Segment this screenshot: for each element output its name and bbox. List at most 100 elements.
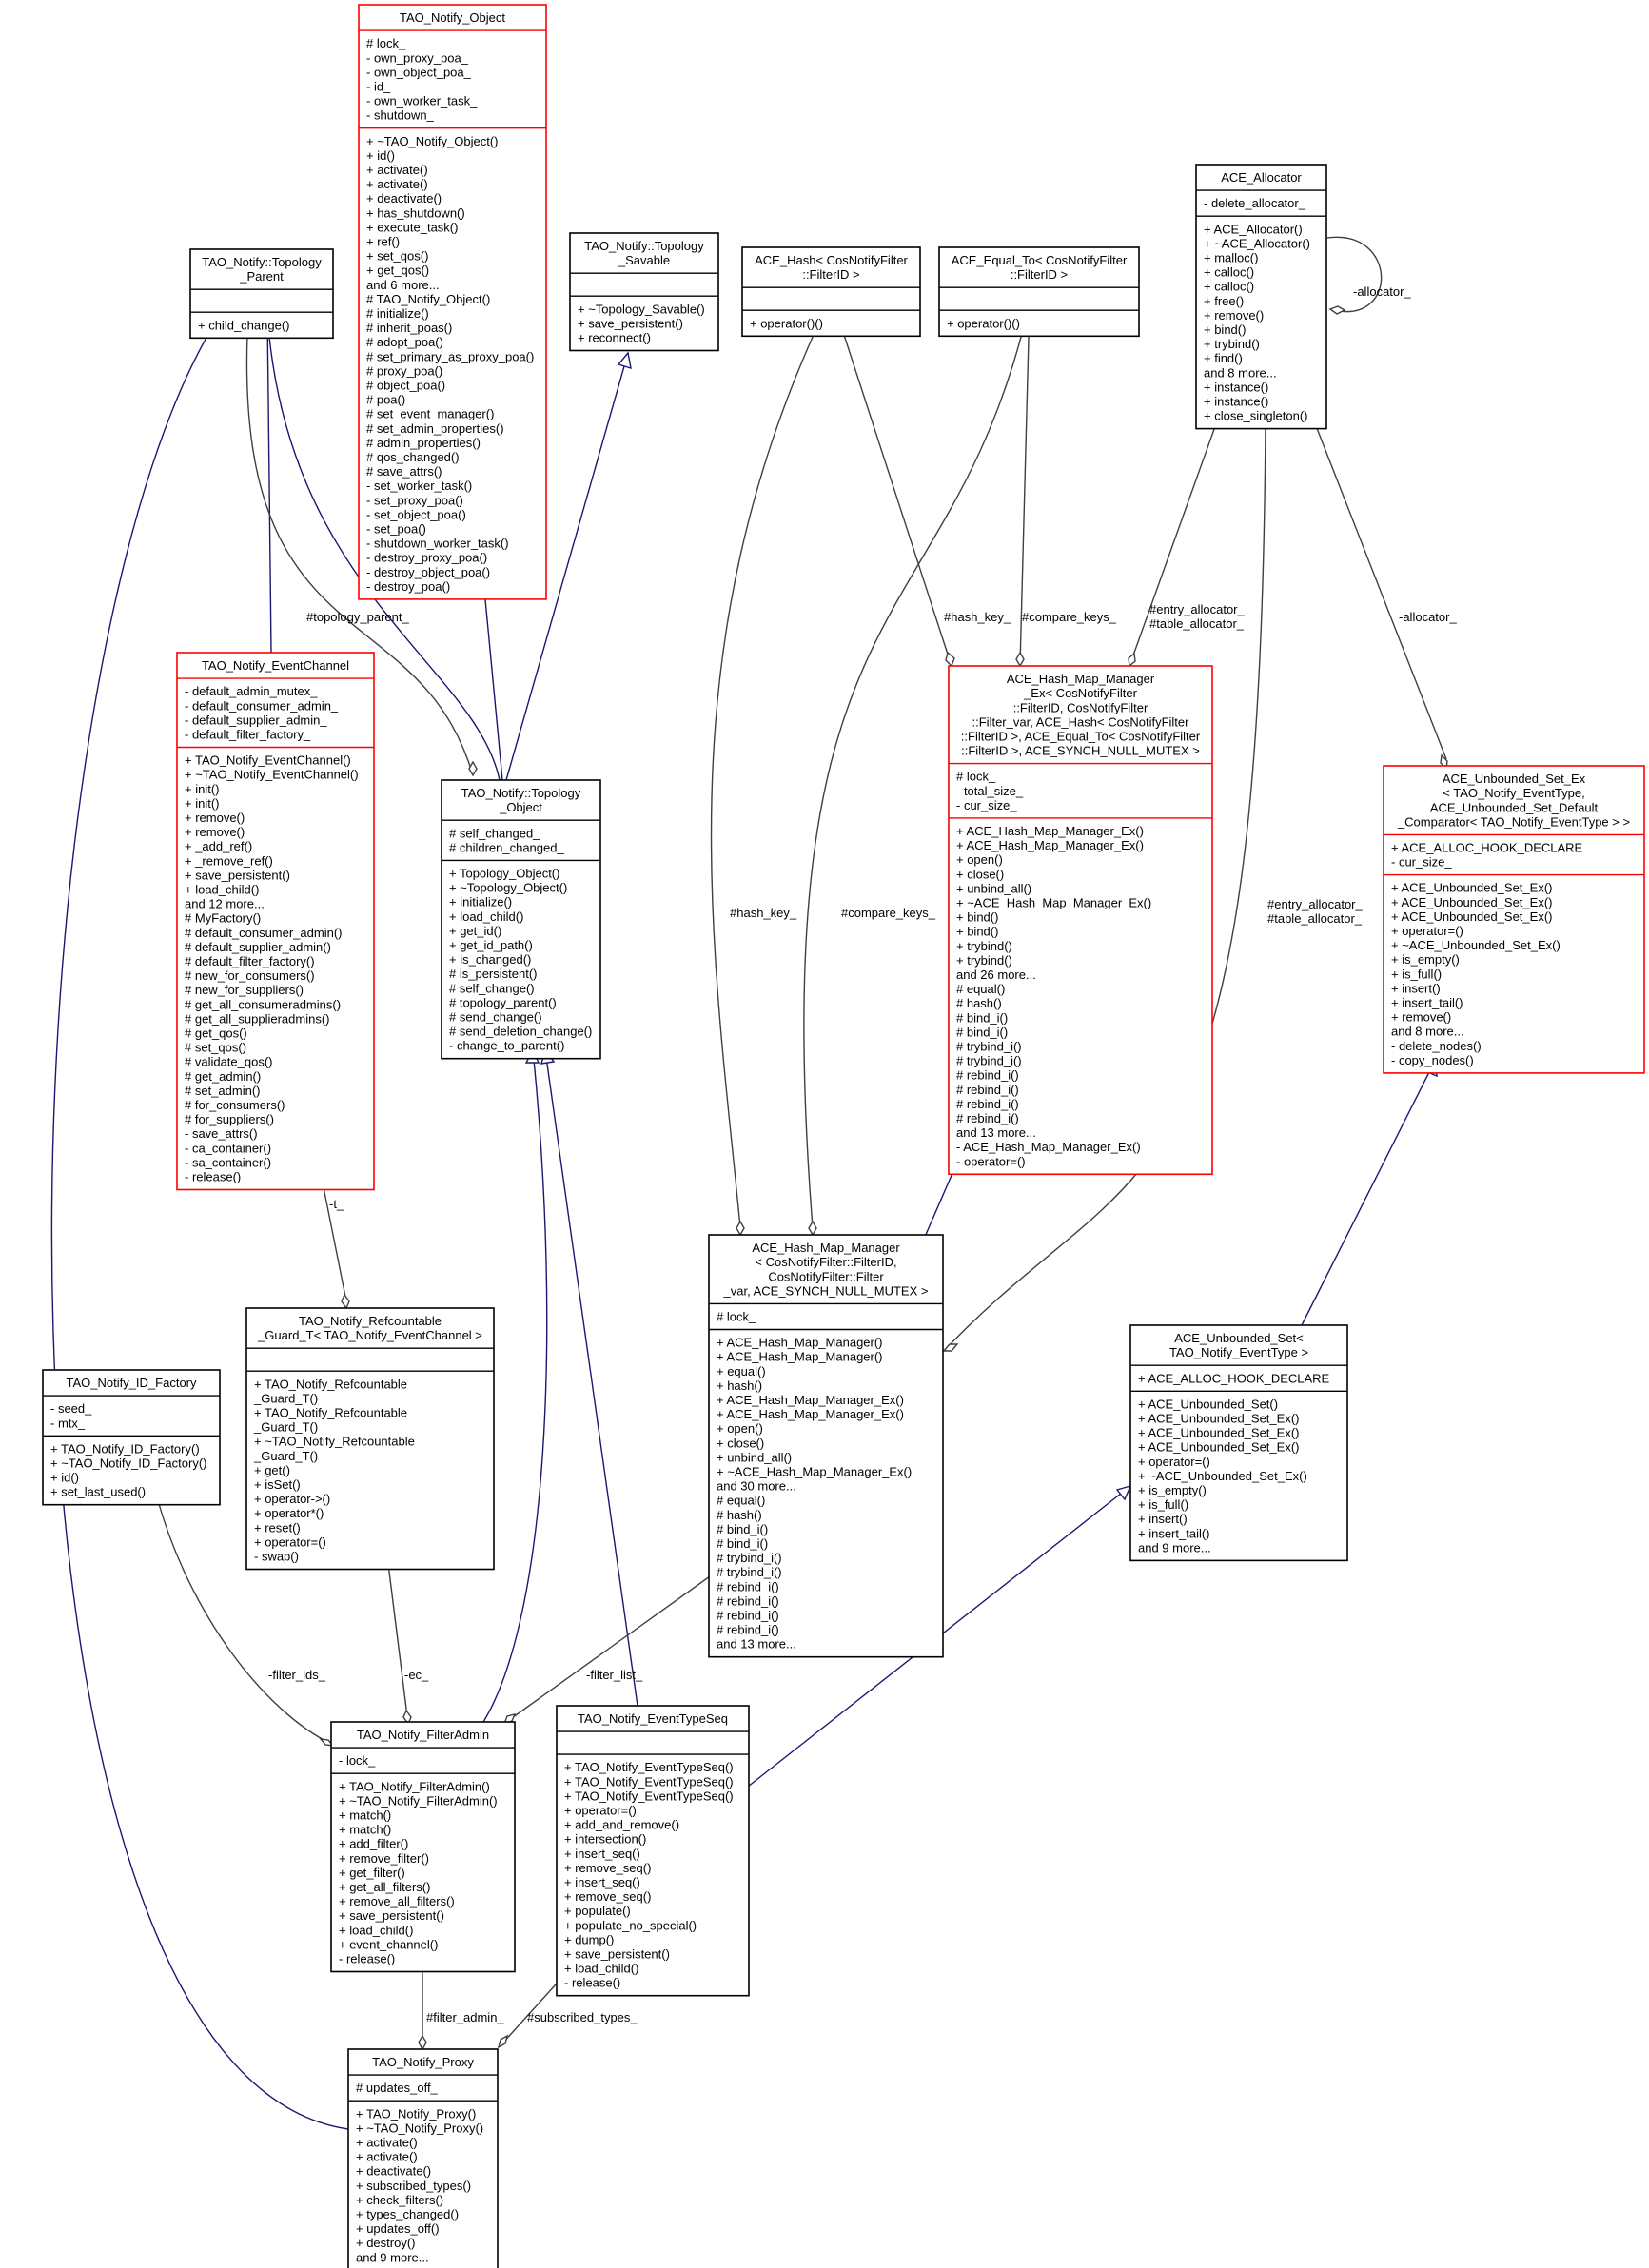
class-title: TAO_Notify_EventType > <box>1169 1345 1308 1359</box>
class-method: # bind_i() <box>717 1536 768 1551</box>
class-method: + trybind() <box>1204 337 1260 351</box>
class-method: + save_persistent() <box>185 868 290 882</box>
class-method: + operator=() <box>1138 1455 1210 1469</box>
class-title: CosNotifyFilter::Filter <box>768 1269 884 1283</box>
class-title: ACE_Hash_Map_Manager <box>752 1241 900 1255</box>
class-box-unbounded-set-ex[interactable]: ACE_Unbounded_Set_Ex< TAO_Notify_EventTy… <box>1383 765 1645 1074</box>
class-box-notify-proxy[interactable]: TAO_Notify_Proxy# updates_off_+ TAO_Noti… <box>347 2048 499 2268</box>
class-box-ace-allocator[interactable]: ACE_Allocator - delete_allocator_ + ACE_Al… <box>1195 164 1327 430</box>
class-box-unbounded-set[interactable]: ACE_Unbounded_Set<TAO_Notify_EventType >… <box>1129 1324 1348 1562</box>
class-box-hash-map-manager[interactable]: ACE_Hash_Map_Manager< CosNotifyFilter::F… <box>708 1234 944 1658</box>
class-method: + reconnect() <box>578 331 651 345</box>
class-box-topology-savable[interactable]: TAO_Notify::Topology_Savable+ ~Topology_… <box>569 232 719 352</box>
class-method: # get_all_consumeradmins() <box>185 997 341 1011</box>
edge-compare-keys-lower <box>803 302 1031 1228</box>
class-method: # default_supplier_admin() <box>185 940 331 954</box>
class-method: + ACE_Allocator() <box>1204 222 1303 236</box>
class-box-id-factory[interactable]: TAO_Notify_ID_Factory- seed_- mtx_+ TAO_… <box>42 1369 221 1506</box>
label-entry-alloc-upper-1: #entry_allocator_ <box>1149 602 1245 616</box>
class-method: + remove() <box>1204 308 1264 323</box>
class-method: + ~TAO_Notify_EventChannel() <box>185 768 359 782</box>
class-method: + child_change() <box>198 318 289 332</box>
class-method: and 26 more... <box>956 968 1036 982</box>
class-method: # admin_properties() <box>366 436 481 450</box>
class-method: # poa() <box>366 393 405 407</box>
class-attribute: - delete_allocator_ <box>1204 196 1306 210</box>
label-t: -t_ <box>329 1197 344 1211</box>
class-method: # bind_i() <box>956 1010 1008 1025</box>
class-title: ACE_Hash< CosNotifyFilter <box>755 253 908 267</box>
class-method: + deactivate() <box>356 2164 431 2179</box>
class-box-event-channel[interactable]: TAO_Notify_EventChannel- default_admin_m… <box>176 652 375 1191</box>
class-title: ::FilterID > <box>802 267 859 282</box>
class-method: + remove_seq() <box>564 1889 651 1904</box>
diamond-t <box>341 1293 350 1310</box>
class-method: - set_proxy_poa() <box>366 493 463 507</box>
class-method: + find() <box>1204 351 1243 365</box>
class-method: + load_child() <box>449 909 523 924</box>
class-title: TAO_Notify::Topology <box>584 239 704 253</box>
class-box-frame <box>176 652 375 1191</box>
class-method: + insert_tail() <box>1138 1526 1210 1540</box>
class-box-frame <box>1383 765 1645 1074</box>
class-method: # rebind_i() <box>956 1083 1019 1097</box>
class-method: and 12 more... <box>185 897 265 911</box>
class-attribute: - lock_ <box>339 1753 376 1768</box>
edge-topologyobject-inherits-topology-parent <box>266 313 501 781</box>
edge-eventchannel-inherits-topology-parent <box>266 313 272 654</box>
class-method: # validate_qos() <box>185 1055 273 1069</box>
class-method: # rebind_i() <box>956 1097 1019 1111</box>
class-box-hash-map-manager-ex[interactable]: ACE_Hash_Map_Manager_Ex< CosNotifyFilter… <box>948 665 1213 1176</box>
class-method: + id() <box>50 1471 79 1485</box>
edge-unboundedset-inherits-unboundedsetex <box>1301 1060 1436 1326</box>
class-title: ACE_Hash_Map_Manager <box>1007 672 1155 686</box>
class-method: + unbind_all() <box>956 881 1031 895</box>
class-attribute: - seed_ <box>50 1401 92 1416</box>
label-hash-key-lower: #hash_key_ <box>730 906 797 920</box>
label-allocator-self: -allocator_ <box>1353 284 1411 299</box>
class-method: - ca_container() <box>185 1141 271 1155</box>
class-attribute: - total_size_ <box>956 784 1024 798</box>
class-method: + equal() <box>717 1364 766 1378</box>
edge-topology-parent-association <box>245 313 474 776</box>
class-box-filter-admin[interactable]: TAO_Notify_FilterAdmin- lock_+ TAO_Notif… <box>330 1721 516 1973</box>
class-box-refcountable-guard[interactable]: TAO_Notify_Refcountable_Guard_T< TAO_Not… <box>245 1307 495 1571</box>
class-method: + calloc() <box>1204 265 1254 280</box>
class-method: + Topology_Object() <box>449 867 559 881</box>
diamond-filter-ids <box>319 1738 335 1747</box>
class-method: # topology_parent() <box>449 995 557 1009</box>
class-method: + TAO_Notify_EventTypeSeq() <box>564 1774 734 1789</box>
class-method: and 30 more... <box>717 1479 796 1494</box>
class-box-event-type-seq[interactable]: TAO_Notify_EventTypeSeq + TAO_Notify_Even… <box>556 1705 750 1997</box>
label-filter-list: -filter_list_ <box>586 1668 643 1682</box>
class-method: + TAO_Notify_Proxy() <box>356 2106 476 2121</box>
class-method: + operator()() <box>947 316 1020 330</box>
class-method: - release() <box>564 1976 620 1990</box>
class-title: ACE_Allocator <box>1221 170 1302 185</box>
class-box-ace-equal-to[interactable]: ACE_Equal_To< CosNotifyFilter::FilterID … <box>938 246 1140 338</box>
class-method: + ~TAO_Notify_FilterAdmin() <box>339 1793 498 1808</box>
class-box-ace-hash[interactable]: ACE_Hash< CosNotifyFilter::FilterID >+ o… <box>741 246 921 338</box>
class-method: + calloc() <box>1204 280 1254 294</box>
class-box-topology-parent[interactable]: TAO_Notify::Topology_Parent+ child_chang… <box>189 248 334 340</box>
class-method: - release() <box>339 1952 395 1966</box>
class-method: + updates_off() <box>356 2221 440 2236</box>
class-attribute: - default_filter_factory_ <box>185 728 311 742</box>
diamond-allocator-self <box>1328 305 1346 315</box>
class-box-topology-object[interactable]: TAO_Notify::Topology_Object# self_change… <box>441 779 601 1060</box>
edge-t <box>320 1172 347 1302</box>
class-method: - swap() <box>254 1550 299 1564</box>
class-method: # MyFactory() <box>185 911 261 926</box>
diamond-compare-keys-lower <box>808 1220 817 1237</box>
class-method: # trybind_i() <box>717 1551 782 1565</box>
class-box-frame <box>441 779 601 1060</box>
class-title: TAO_Notify_EventTypeSeq <box>578 1711 728 1726</box>
class-attribute: # self_changed_ <box>449 826 540 840</box>
diamond-subscribed-types <box>497 2034 509 2049</box>
class-attribute: - default_consumer_admin_ <box>185 698 339 713</box>
class-box-frame <box>741 246 921 338</box>
class-attribute: + ACE_ALLOC_HOOK_DECLARE <box>1391 841 1583 855</box>
class-method: + ACE_Unbounded_Set_Ex() <box>1138 1412 1299 1426</box>
class-method: - release() <box>185 1170 241 1184</box>
class-box-notify-object[interactable]: TAO_Notify_Object# lock_- own_proxy_poa_… <box>358 4 547 600</box>
